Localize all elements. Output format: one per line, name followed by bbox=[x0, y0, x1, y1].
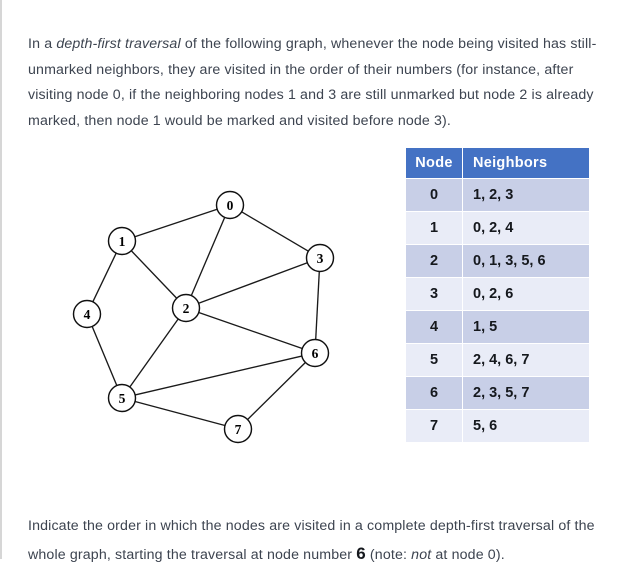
cell-node-id: 4 bbox=[406, 311, 462, 343]
graph-node-0: 0 bbox=[215, 190, 245, 220]
graph-edge-0-1 bbox=[134, 208, 218, 238]
cell-neighbors: 1, 5 bbox=[463, 311, 589, 343]
task-text-part1: Indicate the order in which the nodes ar… bbox=[28, 518, 595, 564]
cell-neighbors: 0, 2, 6 bbox=[463, 278, 589, 310]
question-intro-text: In a depth-first traversal of the follow… bbox=[28, 32, 618, 134]
intro-text-part2: of the following graph, whenever the nod… bbox=[28, 36, 597, 129]
graph-node-layer: 0 1 2 3 4 5 6 7 bbox=[72, 190, 335, 444]
cell-node-id: 0 bbox=[406, 179, 462, 211]
graph-node-circle-2 bbox=[171, 293, 201, 323]
graph-node-7: 7 bbox=[223, 414, 253, 444]
graph-edge-1-2 bbox=[130, 250, 178, 299]
graph-node-circle-5 bbox=[107, 383, 137, 413]
graph-edge-1-4 bbox=[92, 252, 117, 303]
graph-edge-6-7 bbox=[247, 361, 306, 421]
column-header-node: Node bbox=[406, 148, 462, 178]
graph-node-5: 5 bbox=[107, 383, 137, 413]
graph-node-circle-6 bbox=[300, 338, 330, 368]
task-text-part2: (note: bbox=[365, 547, 412, 564]
graph-node-6: 6 bbox=[300, 338, 330, 368]
graph-edge-0-2 bbox=[190, 217, 226, 296]
cell-node-id: 7 bbox=[406, 410, 462, 442]
table-header-row: Node Neighbors bbox=[406, 148, 589, 178]
cell-node-id: 2 bbox=[406, 245, 462, 277]
graph-node-label-0: 0 bbox=[227, 198, 234, 213]
cell-neighbors: 0, 2, 4 bbox=[463, 212, 589, 244]
graph-node-label-4: 4 bbox=[84, 307, 91, 322]
intro-emphasis-depth-first-traversal: depth-first traversal bbox=[56, 36, 181, 53]
graph-node-circle-3 bbox=[305, 243, 335, 273]
graph-node-circle-1 bbox=[107, 226, 137, 256]
graph-edge-2-3 bbox=[198, 262, 308, 304]
graph-node-label-3: 3 bbox=[317, 251, 324, 266]
column-header-neighbors: Neighbors bbox=[463, 148, 589, 178]
task-emphasis-not: not bbox=[411, 547, 432, 564]
graph-node-circle-0 bbox=[215, 190, 245, 220]
neighbors-table-head: Node Neighbors bbox=[406, 148, 589, 178]
graph-node-label-7: 7 bbox=[235, 422, 242, 437]
graph-node-3: 3 bbox=[305, 243, 335, 273]
graph-edge-2-5 bbox=[129, 318, 179, 388]
cell-neighbors: 1, 2, 3 bbox=[463, 179, 589, 211]
graph-node-label-2: 2 bbox=[183, 301, 190, 316]
graph-diagram: 0 1 2 3 4 5 6 7 bbox=[52, 178, 362, 463]
cell-node-id: 5 bbox=[406, 344, 462, 376]
graph-edge-5-7 bbox=[134, 400, 226, 427]
task-text-part3: at node 0). bbox=[431, 547, 505, 564]
graph-node-label-5: 5 bbox=[119, 391, 126, 406]
cell-neighbors: 2, 3, 5, 7 bbox=[463, 377, 589, 409]
cell-node-id: 1 bbox=[406, 212, 462, 244]
graph-node-2: 2 bbox=[171, 293, 201, 323]
cell-neighbors: 2, 4, 6, 7 bbox=[463, 344, 589, 376]
graph-node-circle-4 bbox=[72, 299, 102, 329]
cell-node-id: 3 bbox=[406, 278, 462, 310]
graph-node-1: 1 bbox=[107, 226, 137, 256]
graph-node-circle-7 bbox=[223, 414, 253, 444]
graph-edge-4-5 bbox=[91, 326, 118, 386]
question-task-text: Indicate the order in which the nodes ar… bbox=[28, 513, 624, 569]
graph-edge-0-3 bbox=[241, 211, 309, 252]
cell-node-id: 6 bbox=[406, 377, 462, 409]
intro-text-part1: In a bbox=[28, 36, 57, 53]
graph-svg: 0 1 2 3 4 5 6 7 bbox=[72, 190, 335, 444]
graph-node-label-6: 6 bbox=[312, 346, 319, 361]
cell-neighbors: 0, 1, 3, 5, 6 bbox=[463, 245, 589, 277]
graph-edge-5-6 bbox=[134, 355, 303, 396]
graph-edge-layer bbox=[91, 208, 320, 427]
graph-node-label-1: 1 bbox=[119, 234, 126, 249]
cell-neighbors: 5, 6 bbox=[463, 410, 589, 442]
graph-edge-2-6 bbox=[198, 311, 303, 350]
graph-edge-3-6 bbox=[315, 271, 320, 340]
graph-node-4: 4 bbox=[72, 299, 102, 329]
start-node-number: 6 bbox=[356, 544, 366, 564]
